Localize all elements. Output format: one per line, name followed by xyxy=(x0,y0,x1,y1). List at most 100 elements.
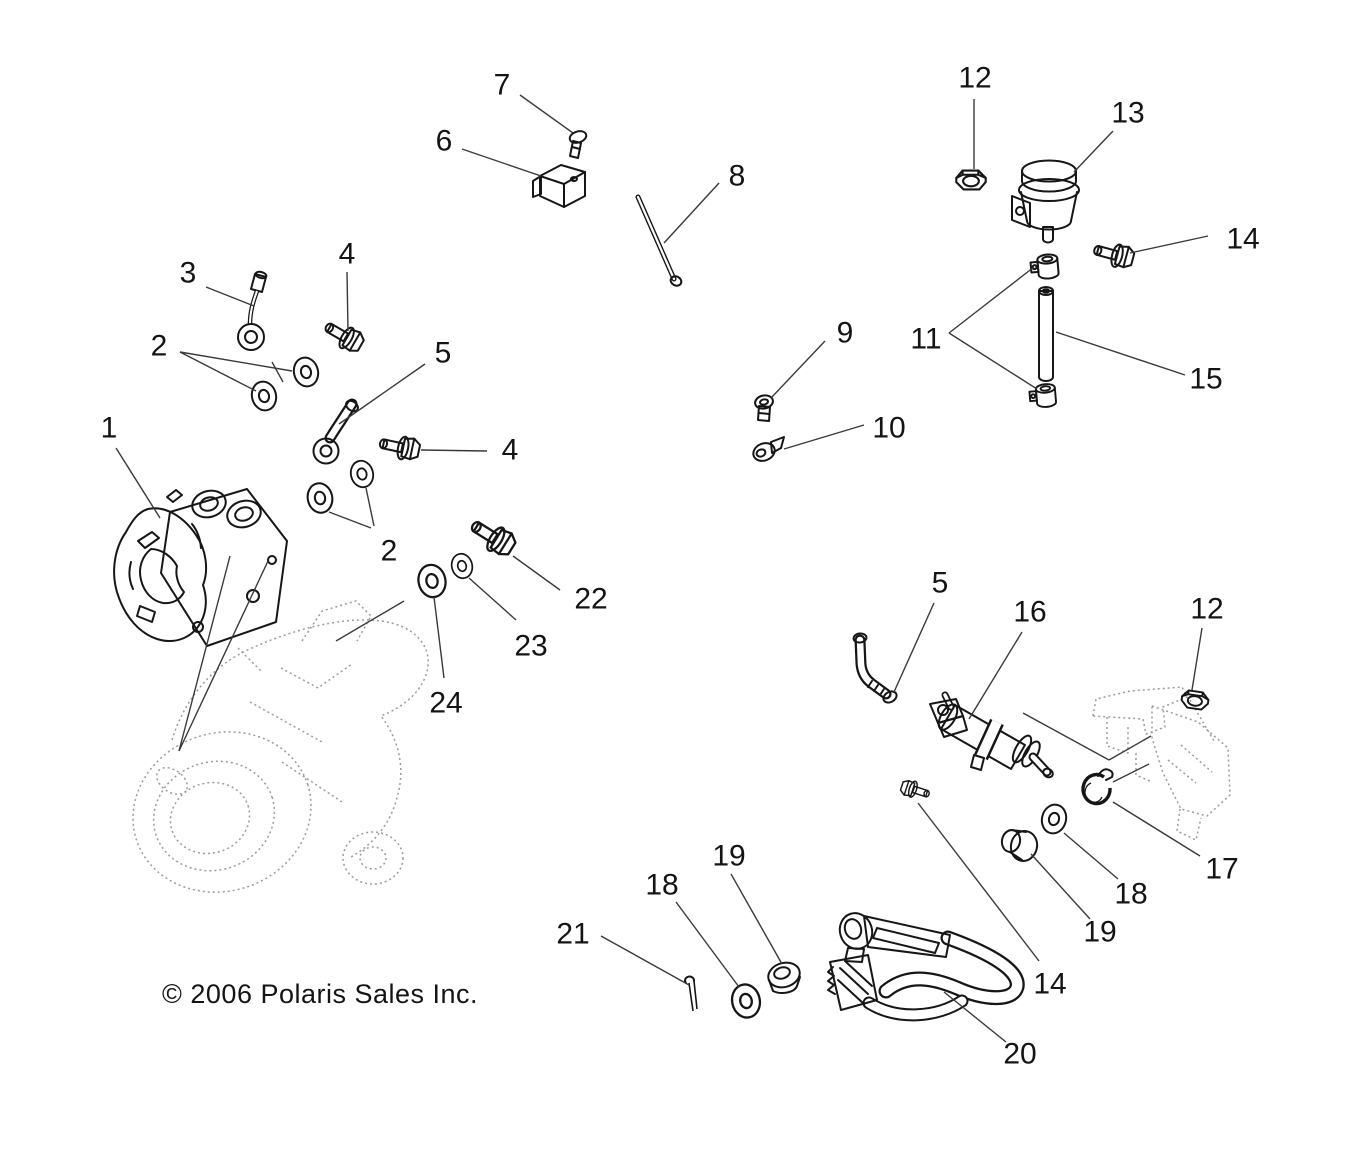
leader-line-14a xyxy=(1129,235,1209,254)
push-rod xyxy=(635,194,683,287)
leader-line-2b xyxy=(365,487,375,527)
cable-clamp xyxy=(752,436,785,462)
leader-line-17 xyxy=(1112,801,1201,857)
callout-12a: 12 xyxy=(958,62,991,95)
callout-12b: 12 xyxy=(1190,593,1223,626)
leader-line-7 xyxy=(519,94,574,134)
callout-20: 20 xyxy=(1003,1038,1036,1071)
socket-screw xyxy=(754,394,774,422)
leader-line-20 xyxy=(943,991,1007,1043)
callout-24: 24 xyxy=(429,687,462,720)
switch-screw xyxy=(568,130,588,159)
leader-line-5b xyxy=(893,602,935,693)
callout-13: 13 xyxy=(1111,97,1144,130)
callout-7: 7 xyxy=(494,69,511,102)
pivot-washer xyxy=(727,980,765,1022)
callout-19a: 19 xyxy=(712,840,745,873)
connector-line xyxy=(1022,712,1110,761)
master-cylinder xyxy=(929,691,1054,779)
leader-line-11 xyxy=(948,332,1038,390)
leader-line-6 xyxy=(461,148,542,177)
hose-clamp xyxy=(1028,252,1060,281)
leader-line-18b xyxy=(1063,832,1119,880)
washer-24 xyxy=(414,561,450,601)
leader-line-13 xyxy=(1073,130,1114,173)
leader-line-23 xyxy=(468,577,517,621)
callout-5b: 5 xyxy=(932,567,949,600)
callout-19b: 19 xyxy=(1083,916,1116,949)
caliper-bolt-22 xyxy=(464,512,520,562)
callout-14a: 14 xyxy=(1226,223,1259,256)
pivot-bolt xyxy=(898,777,933,804)
leader-line-22 xyxy=(512,555,561,591)
copyright-text: © 2006 Polaris Sales Inc. xyxy=(162,979,478,1009)
sealing-washer xyxy=(303,479,337,517)
callout-8: 8 xyxy=(729,160,746,193)
brake-pedal xyxy=(827,912,1025,1022)
leader-line-4b xyxy=(420,449,488,452)
callout-16: 16 xyxy=(1013,596,1046,629)
leader-line-2b xyxy=(328,511,372,529)
leader-line-12b xyxy=(1191,627,1203,691)
callout-22: 22 xyxy=(574,583,607,616)
callout-15: 15 xyxy=(1189,363,1222,396)
callout-23: 23 xyxy=(514,630,547,663)
leader-line-14b xyxy=(917,802,1040,962)
callout-4a: 4 xyxy=(339,238,356,271)
callout-18b: 18 xyxy=(1114,878,1147,911)
connector-line xyxy=(335,600,405,642)
callout-6: 6 xyxy=(436,125,453,158)
callout-10: 10 xyxy=(872,412,905,445)
connector-line xyxy=(1108,735,1152,761)
leader-line-10 xyxy=(783,424,865,450)
gearcase-ghost xyxy=(132,600,429,893)
callout-11: 11 xyxy=(910,323,941,356)
callout-1: 1 xyxy=(101,412,118,445)
sealing-washer xyxy=(347,457,377,491)
flange-nut xyxy=(1179,688,1211,712)
leader-line-11 xyxy=(948,266,1035,334)
leader-line-5a xyxy=(338,363,426,425)
leader-line-18a xyxy=(675,901,740,988)
callout-17: 17 xyxy=(1205,853,1238,886)
connector-line xyxy=(178,555,231,752)
reservoir-bolt xyxy=(1090,237,1137,272)
brake-switch xyxy=(532,164,586,208)
snap-ring xyxy=(1081,768,1114,806)
fluid-reservoir xyxy=(1011,159,1080,244)
sealing-washer xyxy=(247,378,281,414)
callout-2a: 2 xyxy=(151,330,168,363)
sealing-washer xyxy=(289,354,323,390)
elbow-fitting-2 xyxy=(852,632,898,704)
pedal-bracket-ghost xyxy=(1092,686,1231,841)
cotter-pin xyxy=(684,975,698,1012)
leader-line-9 xyxy=(770,340,826,399)
leader-line-15 xyxy=(1055,331,1186,376)
callout-21: 21 xyxy=(556,918,589,951)
leader-line-8 xyxy=(663,182,720,244)
leader-line-2a xyxy=(179,351,293,372)
callout-14b: 14 xyxy=(1033,968,1066,1001)
banjo-bolt xyxy=(376,430,423,464)
callout-9: 9 xyxy=(837,317,854,350)
leader-line-24 xyxy=(433,596,445,679)
leader-line-4a xyxy=(346,271,349,332)
leader-line-3 xyxy=(205,286,255,307)
callout-18a: 18 xyxy=(645,869,678,902)
callout-3: 3 xyxy=(180,257,197,290)
washer-23 xyxy=(448,550,476,582)
leader-line-19a xyxy=(730,873,783,965)
connector-line xyxy=(271,361,284,383)
callout-5a: 5 xyxy=(435,337,452,370)
connector-line xyxy=(178,560,269,752)
pivot-washer xyxy=(1037,801,1071,837)
reservoir-hose xyxy=(1038,286,1054,382)
brake-line-banjo xyxy=(237,270,268,351)
leader-line-19b xyxy=(1030,853,1091,920)
pivot-bushing-left xyxy=(767,961,801,994)
callout-2b: 2 xyxy=(381,535,398,568)
leader-line-2a xyxy=(179,351,257,392)
